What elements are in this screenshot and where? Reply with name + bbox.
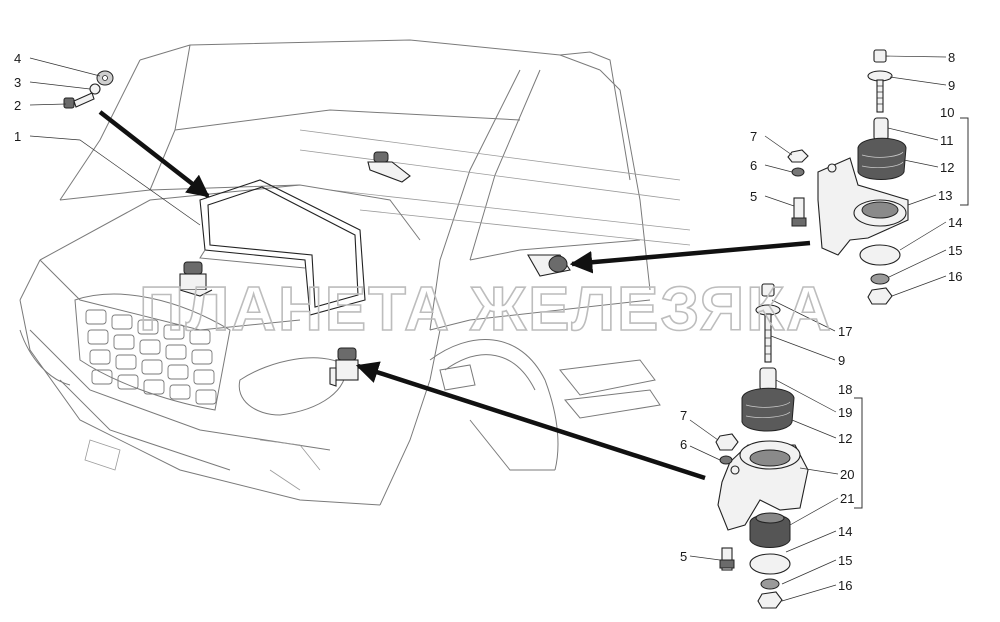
- washer-14-lower-icon: [749, 553, 791, 575]
- grille-cell: [189, 329, 211, 345]
- grille-cell: [165, 344, 187, 360]
- grille-cell: [113, 334, 135, 350]
- bolt-washer-set-top-left: [63, 70, 114, 109]
- middle-mount-on-body: [527, 254, 571, 277]
- callout-9-lower: 9: [838, 353, 845, 368]
- grille-cell: [163, 324, 185, 340]
- callout-3: 3: [14, 75, 21, 90]
- callout-13: 13: [938, 188, 952, 203]
- bracket-13: [817, 157, 909, 256]
- callout-1: 1: [14, 129, 21, 144]
- front-left-mount-on-body: [179, 261, 213, 297]
- leader-lines: [29, 55, 969, 602]
- callout-labels: 1 2 3 4 8 9 10 11 12 13 14 15 16 7 6 5 1…: [14, 50, 962, 593]
- lower-mount-assembly: [715, 283, 809, 609]
- washer-15-icon: [870, 273, 890, 285]
- grille-cell: [167, 364, 189, 380]
- callout-11: 11: [940, 133, 954, 148]
- grille-cell: [89, 349, 111, 365]
- rubber-cushion-upper: [857, 117, 907, 180]
- nut-16-lower-icon: [757, 591, 783, 609]
- callout-6: 6: [750, 158, 757, 173]
- grille-cell: [115, 354, 137, 370]
- bracket-20: [717, 440, 809, 531]
- callout-14-lower: 14: [838, 524, 852, 539]
- callout-10: 10: [940, 105, 954, 120]
- washer-6-icon: [791, 167, 805, 177]
- bolt-5-icon: [791, 197, 807, 227]
- callout-4: 4: [14, 51, 21, 66]
- watermark-text: ПЛАНЕТА ЖЕЛЕЗЯКА: [139, 275, 833, 344]
- callout-5-lower: 5: [680, 549, 687, 564]
- washer-6-lower-icon: [719, 455, 733, 465]
- callout-12: 12: [940, 160, 954, 175]
- callout-5: 5: [750, 189, 757, 204]
- callout-8: 8: [948, 50, 955, 65]
- grille-cell: [139, 339, 161, 355]
- grille-cell: [91, 369, 113, 385]
- grille-cell: [117, 374, 139, 390]
- callout-7: 7: [750, 129, 757, 144]
- cushion-21: [749, 512, 791, 548]
- callout-14: 14: [948, 215, 962, 230]
- grille-cell: [143, 379, 165, 395]
- grille-cell: [195, 389, 217, 405]
- grille-cell: [87, 329, 109, 345]
- washer-15-lower-icon: [760, 578, 780, 590]
- grille-cell: [193, 369, 215, 385]
- vehicle-body-outline: [19, 39, 691, 506]
- callout-21-lower: 21: [840, 491, 854, 506]
- bolt-8-icon: [867, 49, 893, 113]
- callout-16-lower: 16: [838, 578, 852, 593]
- upper-mount-assembly: [787, 49, 909, 305]
- nut-16-icon: [867, 287, 893, 305]
- lock-washer-3-icon: [89, 83, 101, 95]
- pointer-arrows: [98, 110, 811, 481]
- rear-mount-on-body: [367, 151, 411, 183]
- radiator-grille: [74, 293, 231, 411]
- front-right-mount-on-body: [329, 347, 359, 387]
- bolt-2-icon: [63, 92, 95, 109]
- grille-cell: [137, 319, 159, 335]
- rubber-cushion-lower: [741, 367, 795, 432]
- callout-15-lower: 15: [838, 553, 852, 568]
- callout-20-lower: 20: [840, 467, 854, 482]
- callout-16: 16: [948, 269, 962, 284]
- callout-19-lower: 19: [838, 405, 852, 420]
- grille-cell: [191, 349, 213, 365]
- bolt-17-icon: [755, 283, 781, 363]
- callout-12-lower: 12: [838, 431, 852, 446]
- callout-7-lower: 7: [680, 408, 687, 423]
- cab-front-opening-panel: [199, 179, 366, 316]
- callout-15: 15: [948, 243, 962, 258]
- nut-7-icon: [787, 149, 809, 163]
- callout-2: 2: [14, 98, 21, 113]
- nut-7-lower-icon: [715, 433, 739, 451]
- washer-14-icon: [859, 244, 901, 266]
- bolt-5-lower-icon: [719, 547, 735, 571]
- callout-18-lower: 18: [838, 382, 852, 397]
- grille-cell: [85, 309, 107, 325]
- grille-cell: [169, 384, 191, 400]
- grille-cell: [111, 314, 133, 330]
- grille-cell: [141, 359, 163, 375]
- callout-9: 9: [948, 78, 955, 93]
- callout-17-lower: 17: [838, 324, 852, 339]
- callout-6-lower: 6: [680, 437, 687, 452]
